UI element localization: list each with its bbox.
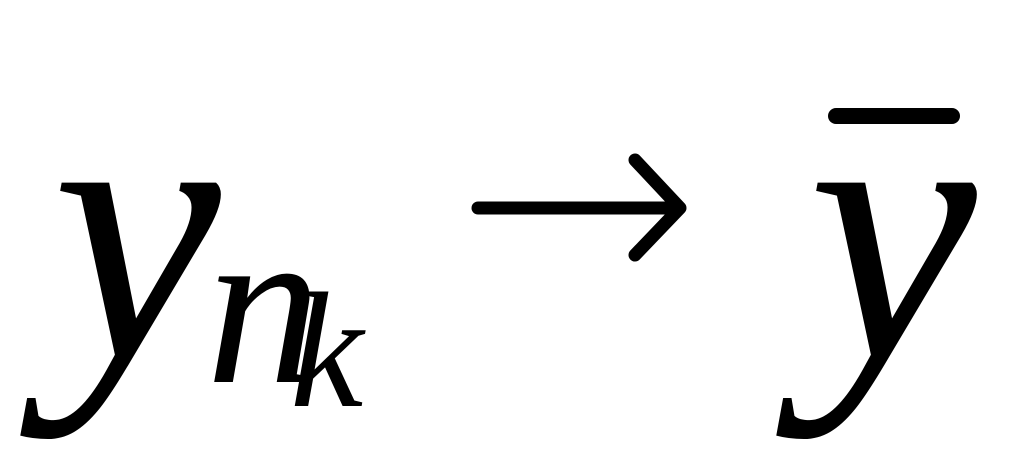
overbar-accent xyxy=(828,108,960,124)
variable-y-bar: y xyxy=(808,19,977,440)
right-arrow-icon xyxy=(471,153,687,262)
subscript-k: k xyxy=(290,259,364,442)
variable-y: y xyxy=(52,19,221,440)
subscript-n: n xyxy=(206,177,321,432)
